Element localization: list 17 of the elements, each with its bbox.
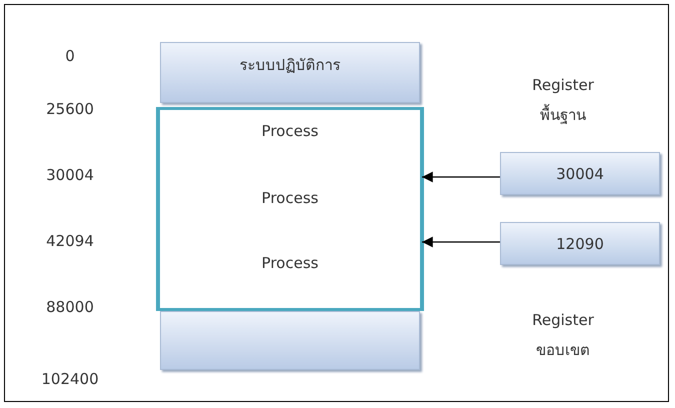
arrow (422, 236, 500, 248)
process-block: Process (160, 110, 420, 177)
process-block: Process (160, 177, 420, 242)
register-caption: Register พื้นฐาน (531, 75, 595, 126)
register-box: 30004 (500, 152, 660, 195)
address-label: 0 (64, 47, 76, 65)
process-block: Process (160, 242, 420, 308)
os-memory-block: ระบบปฏิบัติการ (160, 42, 420, 103)
free-memory-block (160, 311, 420, 370)
register-caption: Register ขอบเขต (531, 310, 595, 361)
address-label: 88000 (45, 298, 95, 316)
address-label: 42094 (45, 232, 95, 250)
arrow (422, 172, 500, 182)
address-label: 25600 (45, 100, 95, 118)
address-label: 102400 (40, 370, 100, 388)
register-box: 12090 (500, 222, 660, 265)
address-label: 30004 (45, 166, 95, 184)
